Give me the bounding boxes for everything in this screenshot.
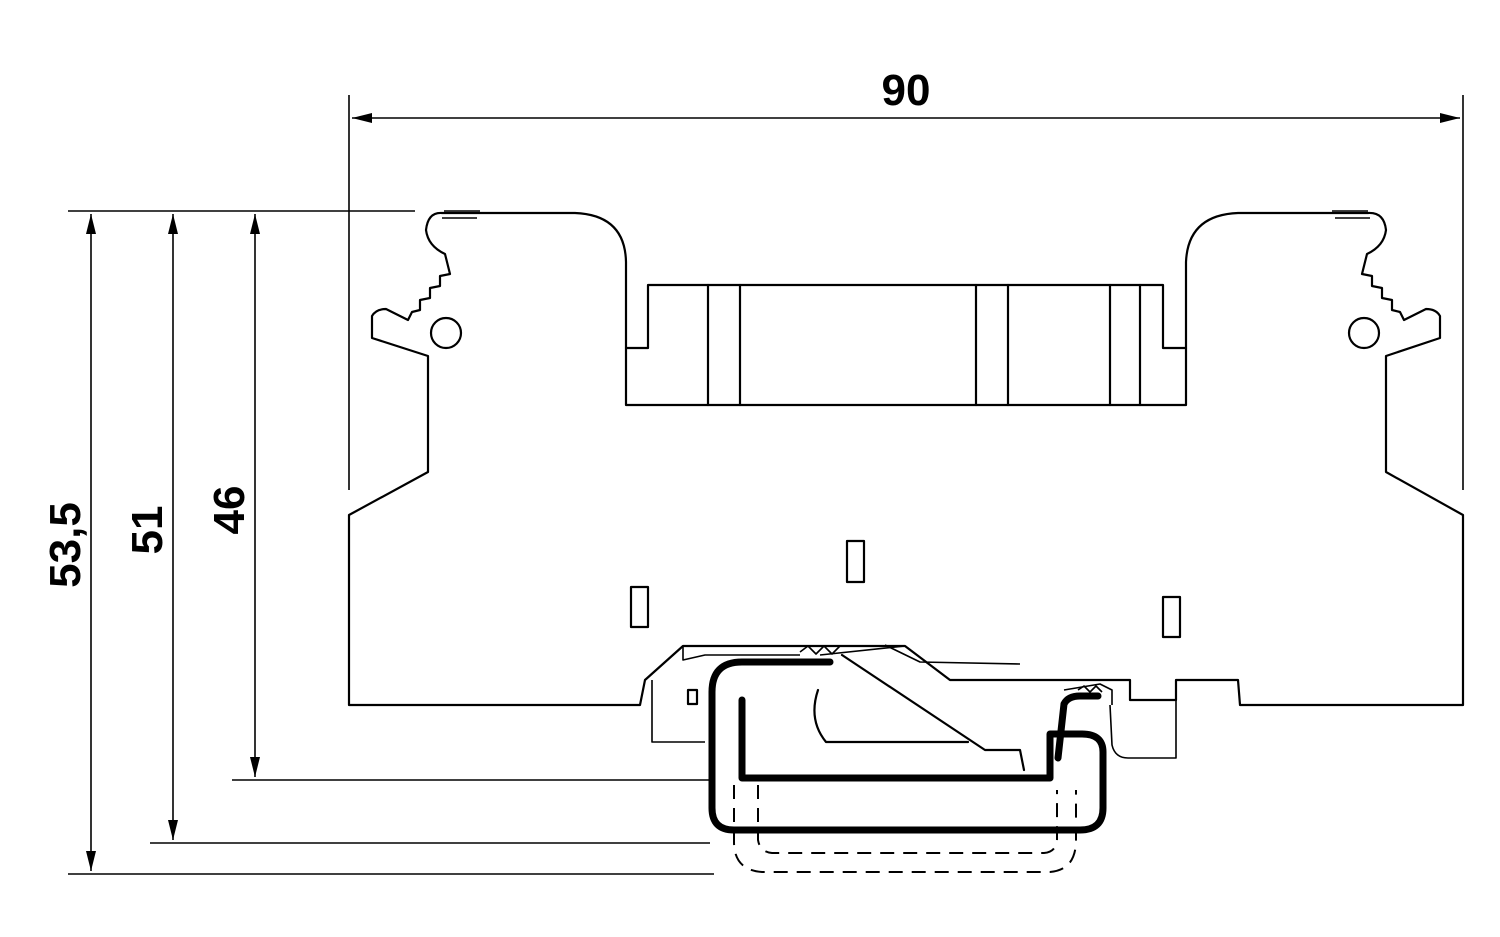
latch-slider xyxy=(840,653,1026,772)
din-rail-deep-dashed xyxy=(733,785,1077,873)
rail-height-value: 51 xyxy=(123,506,172,555)
latch-guide xyxy=(884,644,1021,665)
serration-left xyxy=(799,645,841,655)
housing xyxy=(347,210,1465,707)
slot-center xyxy=(845,539,866,584)
deep-rail-inner xyxy=(757,785,1058,854)
total-height-value: 53,5 xyxy=(41,502,90,588)
serration-right xyxy=(1077,685,1103,693)
latch-pin xyxy=(686,688,699,706)
right-mounting-hole xyxy=(1347,316,1381,350)
housing-outline xyxy=(347,211,1465,707)
foot-top-edge xyxy=(819,645,951,681)
slot-right xyxy=(1161,595,1182,639)
latch-spring xyxy=(813,688,970,744)
din-rail-profile xyxy=(708,658,1107,834)
left-mounting-hole xyxy=(429,316,463,350)
foot-latch xyxy=(651,644,1177,772)
foot-left-wall xyxy=(651,680,705,743)
din-rail xyxy=(708,658,1107,834)
foot-right-hook xyxy=(1109,700,1177,759)
width-value: 90 xyxy=(882,66,931,115)
body-height-value: 46 xyxy=(205,486,254,535)
width-dimension: 90 xyxy=(348,66,1464,490)
din-rail-top-lip xyxy=(1054,692,1102,762)
inner-cavity xyxy=(624,346,1188,407)
height-dimensions: 53,5 51 46 xyxy=(41,210,714,875)
foot-top-plate xyxy=(682,646,800,661)
slot-left xyxy=(629,585,650,629)
deep-rail-outline xyxy=(733,785,1077,873)
